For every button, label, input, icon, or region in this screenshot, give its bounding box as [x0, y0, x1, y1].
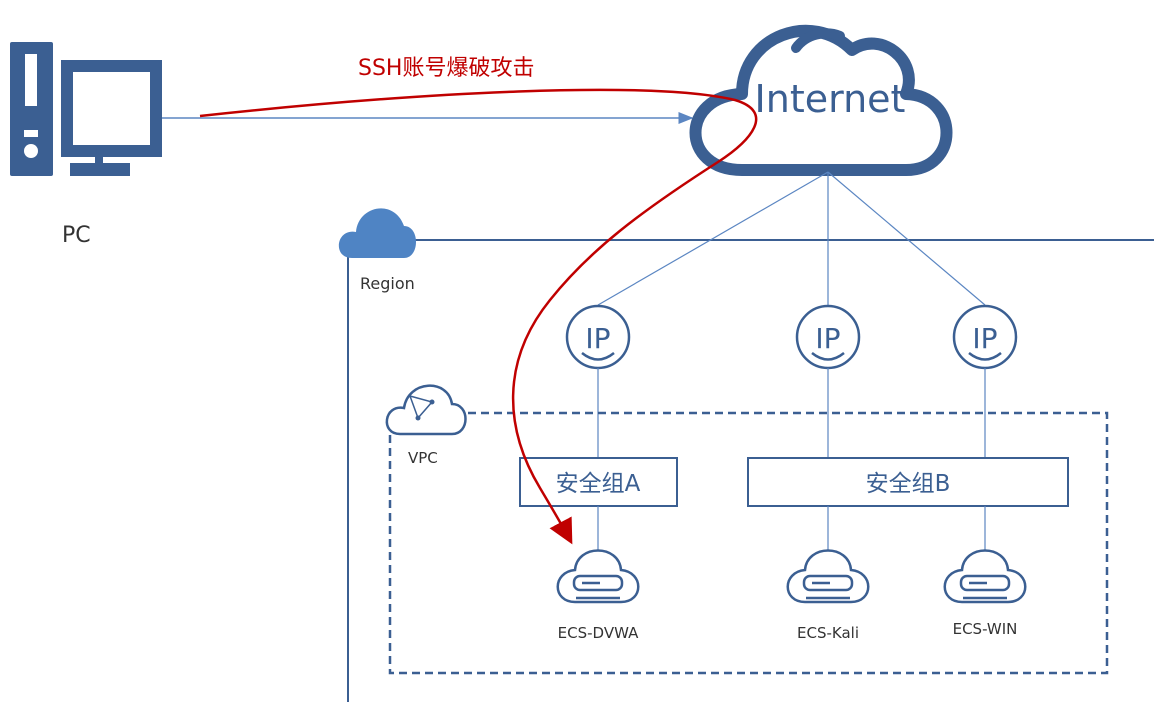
server-label-kali: ECS-Kali: [797, 624, 859, 642]
region-boundary: [347, 239, 1154, 702]
attack-label: SSH账号爆破攻击: [358, 56, 534, 81]
ip-icon-c: IP: [952, 304, 1018, 370]
ip-label: IP: [585, 322, 610, 355]
ip-icon-a: IP: [565, 304, 631, 370]
ip-icon-b: IP: [795, 304, 861, 370]
pc-label: PC: [62, 223, 91, 248]
internet-label: Internet: [755, 77, 906, 121]
server-label-win: ECS-WIN: [953, 620, 1018, 638]
link-internet-ip3: [827, 171, 986, 306]
security-group-b-label: 安全组B: [866, 471, 951, 497]
vpc-boundary: [388, 411, 1109, 675]
security-group-a-label: 安全组A: [556, 471, 641, 497]
ip-label: IP: [972, 322, 997, 355]
server-cloud-icon-dvwa: [556, 549, 640, 604]
vpc-cloud-icon: [385, 384, 467, 436]
internet-cloud-icon: [689, 24, 953, 176]
pc-icon: [10, 42, 162, 176]
attack-path-arrow: [199, 88, 758, 545]
server-label-dvwa: ECS-DVWA: [558, 624, 639, 642]
security-group-a: 安全组A: [519, 457, 678, 507]
vpc-label: VPC: [408, 449, 438, 467]
server-cloud-icon-win: [943, 549, 1027, 604]
ip-label: IP: [815, 322, 840, 355]
server-cloud-icon-kali: [786, 549, 870, 604]
security-group-b: 安全组B: [747, 457, 1069, 507]
link-internet-ip1: [597, 171, 829, 306]
region-cloud-icon: [338, 208, 416, 258]
region-label: Region: [360, 274, 415, 293]
